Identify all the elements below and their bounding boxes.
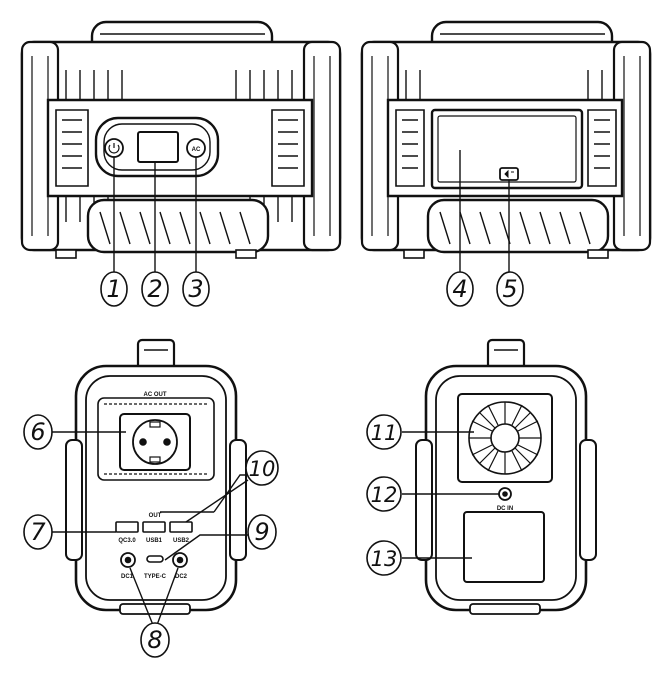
ac-button-label: AC bbox=[192, 147, 201, 153]
usb-label-qc30: QC3.0 bbox=[118, 538, 136, 544]
callout-11: 11 bbox=[371, 421, 398, 445]
usb-port-usb1 bbox=[142, 521, 166, 533]
callout-10: 10 bbox=[249, 457, 276, 481]
out-label: OUT bbox=[149, 513, 162, 519]
lcd-screen bbox=[137, 131, 179, 163]
callout-2: 2 bbox=[147, 275, 162, 303]
callout-13: 13 bbox=[371, 547, 398, 571]
type-c-port bbox=[146, 555, 164, 563]
dc-in-label: DC IN bbox=[497, 506, 513, 512]
callout-9: 9 bbox=[254, 518, 269, 546]
type-c-label: TYPE-C bbox=[144, 574, 167, 580]
callout-4: 4 bbox=[452, 275, 467, 303]
usb-label-usb2: USB2 bbox=[173, 538, 190, 544]
ports-side-view: AC OUT OUT QC3.0 USB1 USB2 DC1 TYPE-C DC… bbox=[52, 338, 260, 626]
ac-out-label: AC OUT bbox=[144, 392, 167, 398]
callout-3: 3 bbox=[188, 275, 203, 303]
callout-5: 5 bbox=[502, 275, 517, 303]
led-light-panel bbox=[430, 108, 584, 190]
cooling-fan bbox=[457, 393, 553, 483]
back-view bbox=[360, 20, 652, 272]
label-panel bbox=[463, 511, 545, 583]
callout-7: 7 bbox=[30, 518, 46, 546]
light-button[interactable] bbox=[499, 167, 519, 181]
dc1-label: DC1 bbox=[121, 574, 134, 580]
callout-1: 1 bbox=[106, 275, 121, 303]
callout-12: 12 bbox=[371, 483, 398, 507]
dc2-label: DC2 bbox=[175, 574, 188, 580]
usb-port-usb2 bbox=[169, 521, 193, 533]
callouts-row-2 bbox=[23, 414, 402, 658]
callout-8: 8 bbox=[147, 626, 162, 654]
front-view: AC bbox=[20, 20, 342, 272]
callouts-row-1 bbox=[100, 271, 524, 307]
fan-side-view: DC IN bbox=[402, 338, 597, 615]
callout-6: 6 bbox=[30, 418, 45, 446]
usb-port-qc30 bbox=[115, 521, 139, 533]
usb-label-usb1: USB1 bbox=[146, 538, 163, 544]
